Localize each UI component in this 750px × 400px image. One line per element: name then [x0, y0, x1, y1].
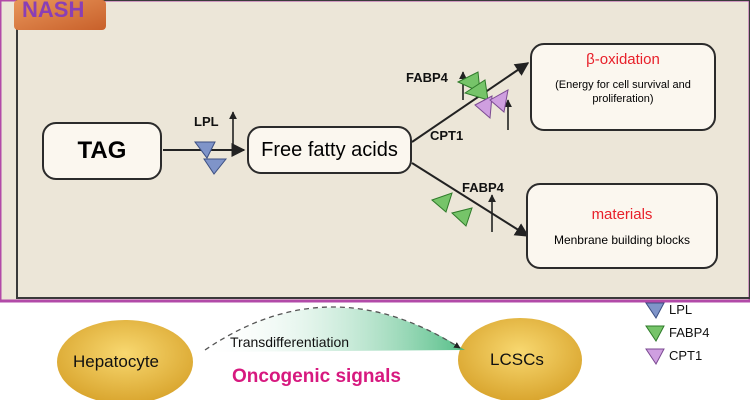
- materials-title: materials: [591, 205, 653, 223]
- materials-desc: Menbrane building blocks: [553, 232, 691, 247]
- transdifferentiation-wedge: [200, 307, 465, 352]
- lcsc-cell: [458, 318, 582, 400]
- cpt1-label: CPT1: [430, 128, 464, 143]
- lpl-triangle: [203, 158, 228, 175]
- nash-panel-border: [0, 0, 750, 303]
- free-fatty-acids-node: Free fatty acids: [247, 126, 412, 174]
- tag-node: TAG: [42, 122, 162, 180]
- ffa-to-beta-oxidation-arrow: [411, 62, 530, 143]
- lpl-label: LPL: [194, 114, 219, 129]
- lcsc-label: LCSCs: [490, 350, 544, 369]
- beta-oxidation-desc: (Energy for cell survival and proliferat…: [555, 79, 691, 105]
- cpt1-triangle: [474, 95, 493, 120]
- oncogenic-signals-label: Oncogenic signals: [232, 366, 401, 387]
- beta-oxidation-title: β-oxidation: [586, 51, 660, 68]
- cpt1-triangle: [489, 89, 509, 113]
- transdifferentiation-arrow: [204, 306, 461, 351]
- legend-lpl-label: LPL: [669, 302, 693, 317]
- fabp4-triangle: [431, 192, 453, 213]
- tag-node-label: TAG: [77, 137, 127, 164]
- fabp4-triangle: [463, 79, 489, 101]
- hepatocyte-label: Hepatocyte: [73, 352, 159, 371]
- legend-cpt1-label: CPT1: [669, 348, 703, 363]
- materials-node: materials Menbrane building blocks: [526, 183, 718, 269]
- transdifferentiation-label: Transdifferentiation: [230, 334, 350, 350]
- legend-lpl-icon: [645, 302, 665, 319]
- nash-inner-frame: [16, 0, 750, 299]
- legend-fabp4-label: FABP4: [669, 325, 710, 340]
- free-fatty-acids-label: Free fatty acids: [261, 138, 398, 161]
- fabp4-top-label: FABP4: [406, 70, 448, 85]
- fabp4-triangle: [450, 207, 473, 227]
- beta-oxidation-node: β-oxidation (Energy for cell survival an…: [530, 43, 716, 131]
- nash-tag-shape: [14, 0, 106, 30]
- ffa-to-materials-arrow: [411, 162, 530, 237]
- hepatocyte-cell: [57, 320, 193, 400]
- fabp4-bottom-label: FABP4: [462, 180, 504, 195]
- nash-tag-label: NASH: [22, 0, 85, 22]
- legend-cpt1-icon: [645, 348, 665, 365]
- legend-fabp4-icon: [645, 325, 665, 342]
- lpl-triangle: [194, 141, 216, 159]
